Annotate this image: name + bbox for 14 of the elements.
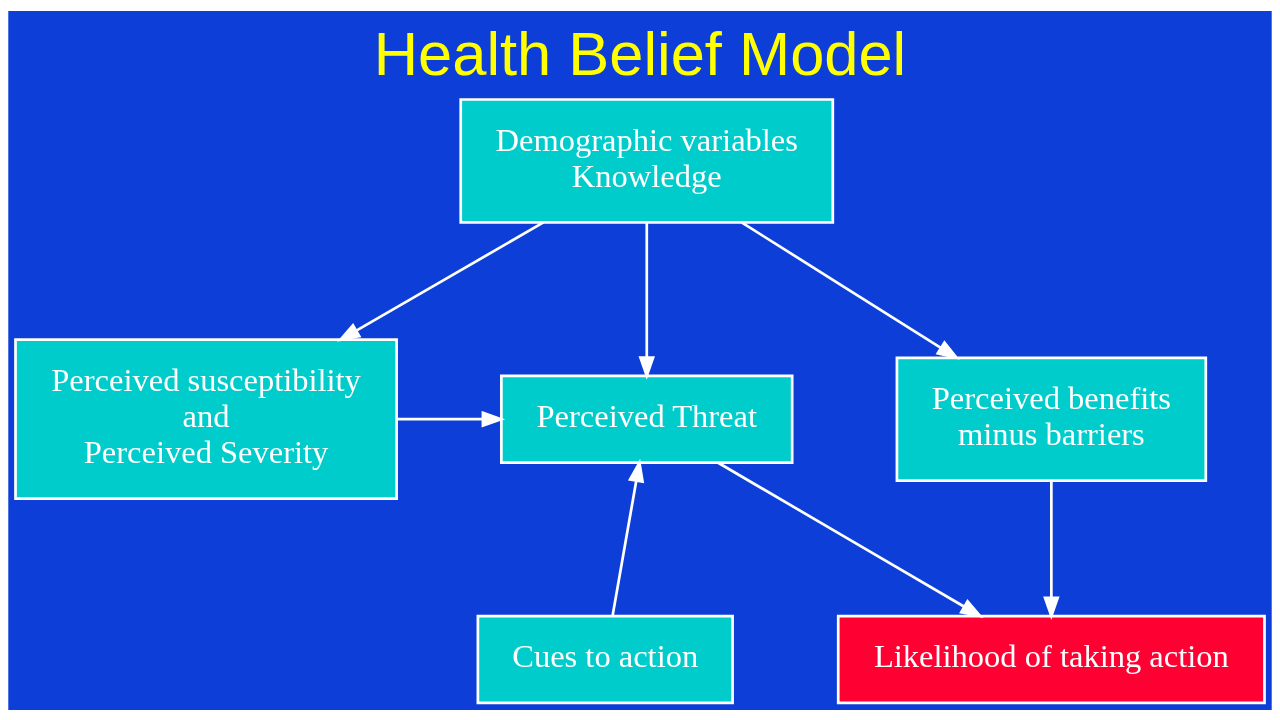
arrow [336,220,545,342]
diagram-title: Health Belief Model [373,18,907,88]
arrow [638,221,655,380]
node-box: Cues to action [476,614,734,704]
node-box: Demographic variables Knowledge [459,97,835,224]
node-box: Perceived susceptibility and Perceived Severity [14,337,398,500]
arrow [1043,480,1060,620]
node-box: Perceived benefits minus barriers [895,355,1208,482]
arrow [740,220,960,360]
arrow [397,410,506,427]
node-box: Perceived Threat [500,374,794,464]
node-box: Likelihood of taking action [836,614,1266,704]
arrow [717,461,984,618]
arrow [611,458,645,616]
